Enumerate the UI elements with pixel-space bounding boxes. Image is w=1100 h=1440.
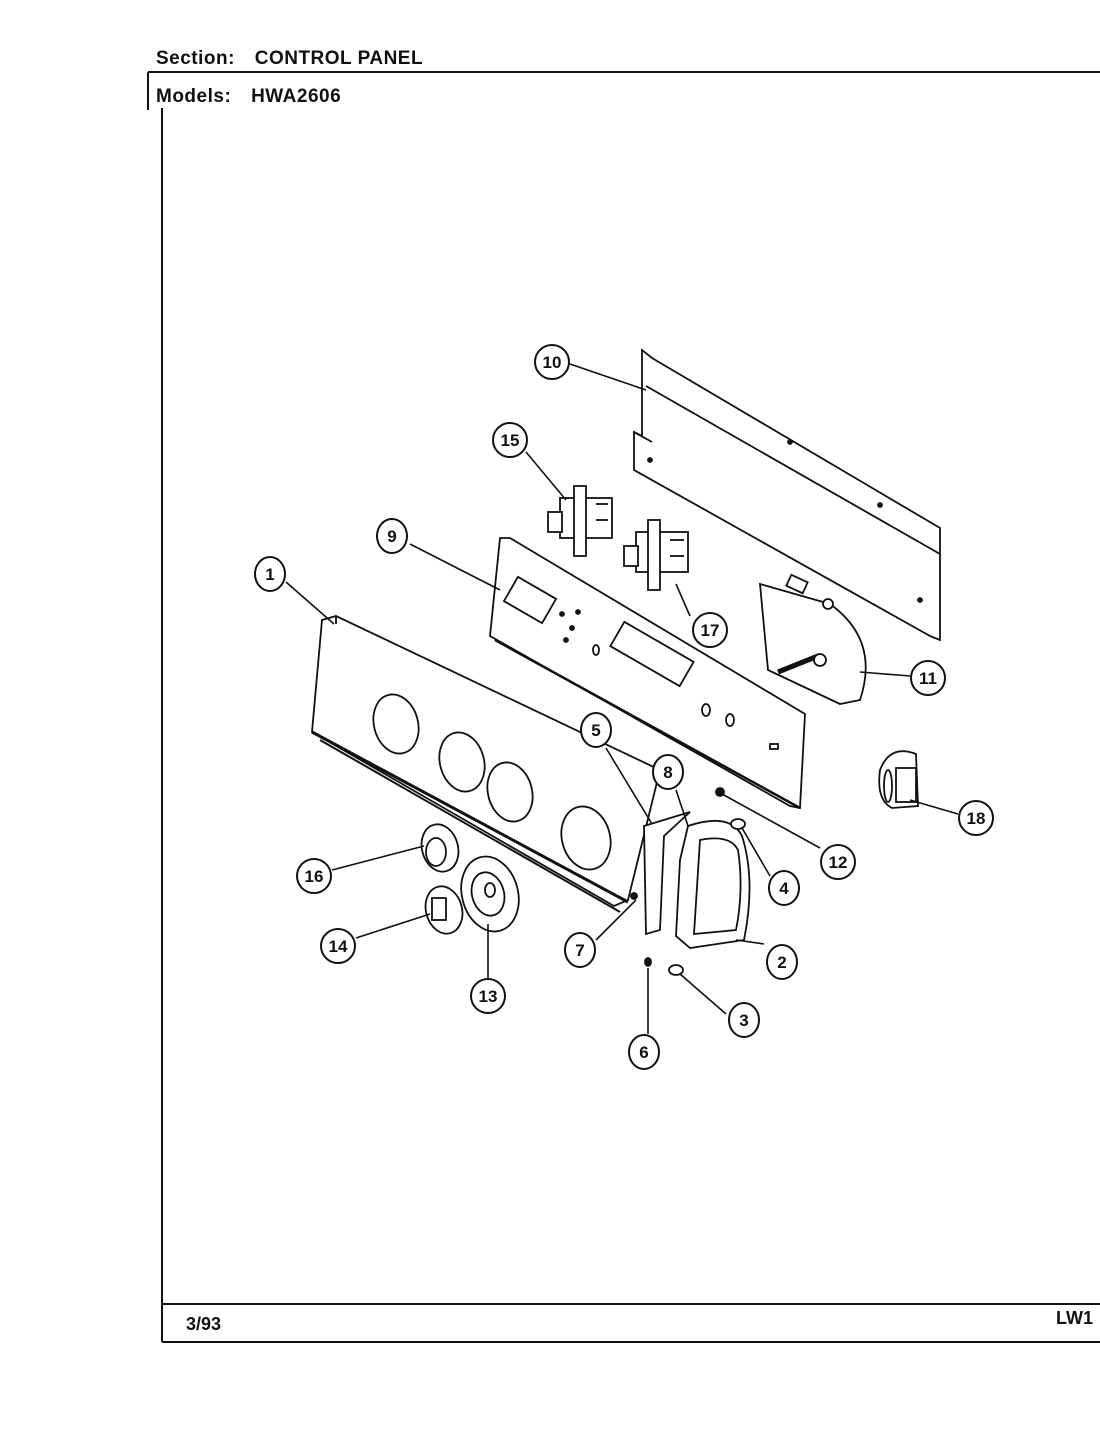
- models-label: Models:: [156, 86, 232, 107]
- callout-16: 16: [296, 858, 332, 894]
- svg-text:1: 1: [265, 565, 274, 584]
- part-17-switch: [623, 519, 689, 591]
- part-1-front-panel: [311, 615, 662, 913]
- part-11-timer: [758, 573, 867, 705]
- svg-text:7: 7: [575, 941, 584, 960]
- callout-11: 11: [910, 660, 946, 696]
- svg-text:3: 3: [739, 1011, 748, 1030]
- part-3-clip: [668, 964, 684, 976]
- page-frame: [147, 71, 1100, 1343]
- svg-text:9: 9: [387, 527, 396, 546]
- svg-text:6: 6: [639, 1043, 648, 1062]
- part-15-switch: [547, 485, 613, 557]
- footer-code: LW1: [1056, 1308, 1094, 1328]
- part-7-screw: [630, 892, 638, 900]
- part-4-clip: [730, 818, 746, 830]
- models-value: HWA2606: [251, 86, 342, 107]
- callout-3: 3: [728, 1002, 760, 1038]
- callout-bubbles: 1 2 3 4 5 6 7 8 9 10 11 12 13 14 15 16 1…: [254, 344, 994, 1070]
- callout-5: 5: [580, 712, 612, 748]
- callout-7: 7: [564, 932, 596, 968]
- svg-text:17: 17: [701, 621, 720, 640]
- svg-text:15: 15: [501, 431, 520, 450]
- part-5-end-cap: [643, 811, 691, 936]
- svg-text:18: 18: [967, 809, 986, 828]
- svg-text:13: 13: [479, 987, 498, 1006]
- svg-text:16: 16: [305, 867, 324, 886]
- svg-text:2: 2: [777, 953, 786, 972]
- part-2-end-bracket: [675, 819, 751, 949]
- callout-1: 1: [254, 556, 286, 592]
- section-label: Section:: [156, 48, 235, 69]
- callout-17: 17: [692, 612, 728, 648]
- models-heading: Models: HWA2606: [156, 86, 341, 108]
- callout-15: 15: [492, 422, 528, 458]
- callout-6: 6: [628, 1034, 660, 1070]
- callout-12: 12: [820, 844, 856, 880]
- part-6-screw: [644, 957, 652, 967]
- part-18-switch: [878, 750, 919, 809]
- part-14-knob: [424, 885, 464, 935]
- callout-8: 8: [652, 754, 684, 790]
- callout-9: 9: [376, 518, 408, 554]
- svg-text:12: 12: [829, 853, 848, 872]
- svg-text:4: 4: [779, 879, 789, 898]
- callout-2: 2: [766, 944, 798, 980]
- callout-14: 14: [320, 928, 356, 964]
- footer-date: 3/93: [186, 1314, 222, 1334]
- leader-lines: [285, 363, 959, 1034]
- svg-text:5: 5: [591, 721, 600, 740]
- svg-text:10: 10: [543, 353, 562, 372]
- part-9-console-panel: [489, 537, 806, 810]
- part-16-knob: [420, 823, 460, 873]
- svg-text:8: 8: [663, 763, 672, 782]
- svg-text:11: 11: [919, 669, 937, 688]
- callout-10: 10: [534, 344, 570, 380]
- callout-4: 4: [768, 870, 800, 906]
- callout-13: 13: [470, 978, 506, 1014]
- callout-18: 18: [958, 800, 994, 836]
- part-13-dial: [460, 855, 520, 933]
- small-hardware: [630, 787, 746, 976]
- section-value: CONTROL PANEL: [254, 48, 424, 69]
- svg-text:14: 14: [329, 937, 348, 956]
- section-heading: Section: CONTROL PANEL: [156, 48, 423, 70]
- part-10-rear-panel: [633, 348, 941, 642]
